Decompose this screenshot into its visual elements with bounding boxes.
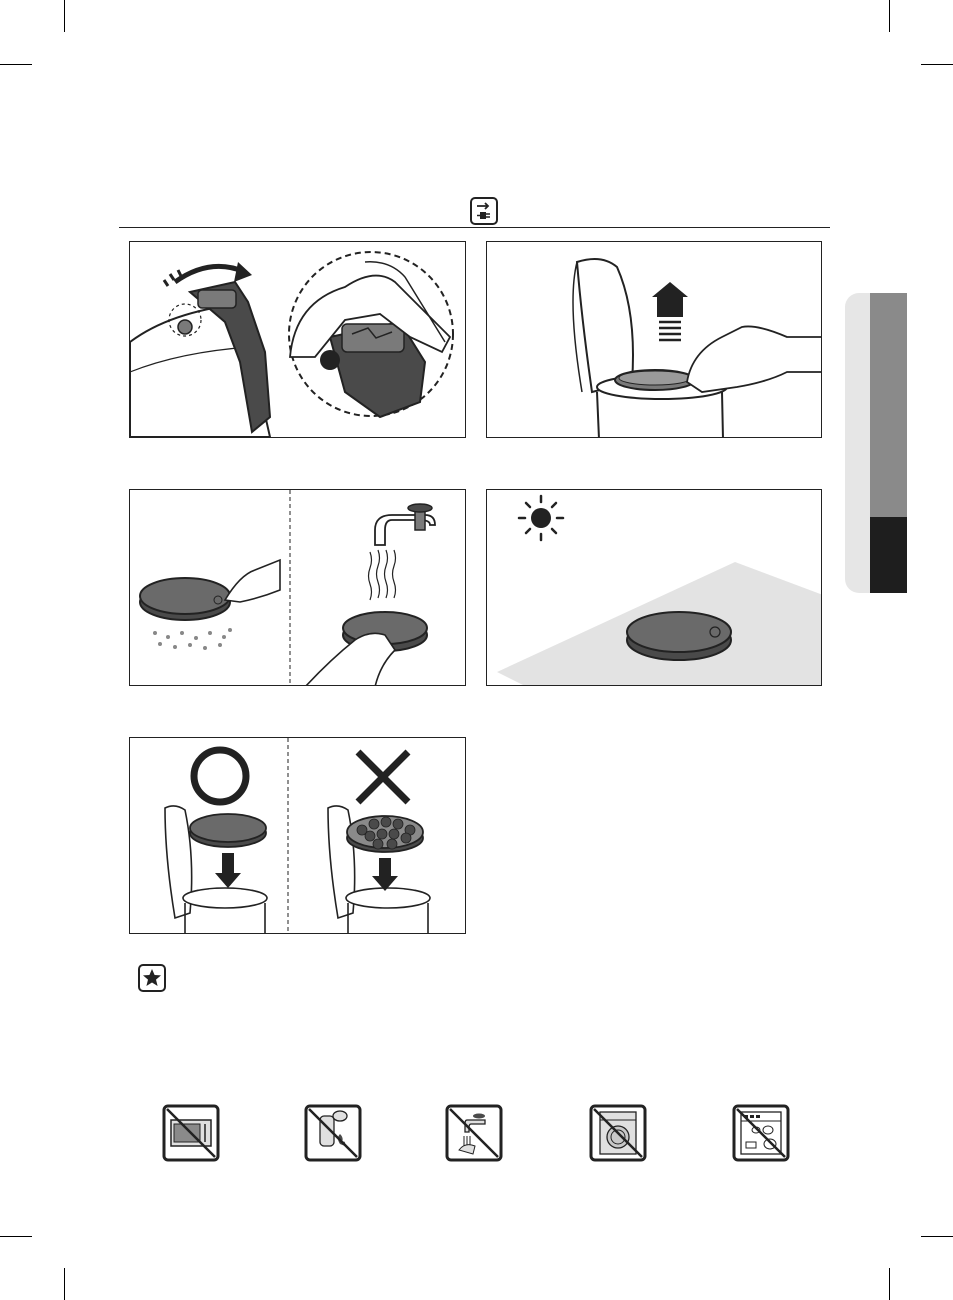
crop-mark: [921, 1236, 953, 1237]
section-rule: [119, 227, 830, 228]
side-tab-section: [870, 293, 907, 517]
crop-mark: [64, 0, 65, 32]
crop-mark: [0, 1236, 32, 1237]
side-tab-current-section: [870, 517, 907, 593]
no-microwave-icon: [162, 1104, 220, 1162]
no-tap-water-icon: [445, 1104, 503, 1162]
step-3-illustration: [129, 489, 466, 686]
star-note-icon: [138, 964, 166, 992]
crop-mark: [921, 64, 953, 65]
no-dishwasher-icon: [732, 1104, 790, 1162]
step-5-illustration: [129, 737, 466, 934]
step-2-illustration: [486, 241, 822, 438]
step-4-illustration: [486, 489, 822, 686]
no-washing-machine-icon: [589, 1104, 647, 1162]
crop-mark: [64, 1268, 65, 1300]
step-1-illustration: [129, 241, 466, 438]
crop-mark: [889, 1268, 890, 1300]
no-hairdryer-heat-icon: [304, 1104, 362, 1162]
unplug-icon: [470, 197, 498, 225]
crop-mark: [889, 0, 890, 32]
crop-mark: [0, 64, 32, 65]
